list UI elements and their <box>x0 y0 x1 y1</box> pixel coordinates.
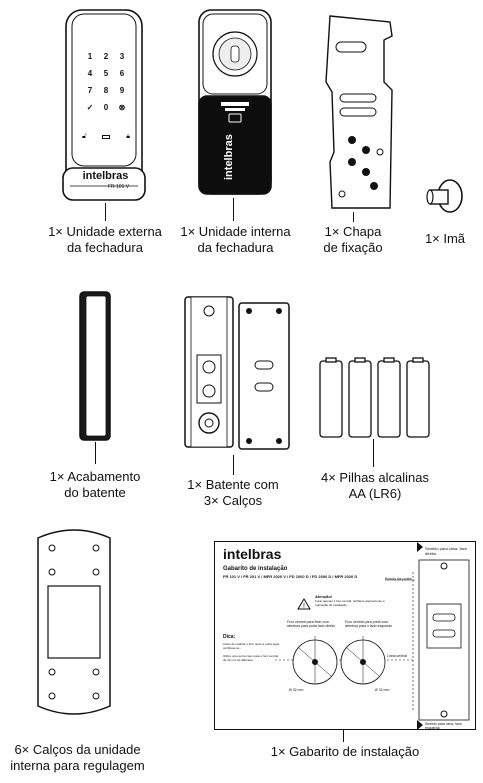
template-dica: Dica: Antes de realizar o furo rente à o… <box>223 634 281 662</box>
template-porta-label: Borda da porta <box>385 576 412 581</box>
keypad-key: 4 <box>87 69 93 78</box>
internal-brand: intelbras <box>223 134 235 180</box>
magnet-drawing <box>426 179 463 213</box>
keypad: 1 2 3 4 5 6 7 8 9 ✓ 0 ⊗ <box>82 52 130 112</box>
leader-4 <box>95 442 96 464</box>
internal-unit-drawing <box>198 9 272 195</box>
card-icon <box>102 135 111 139</box>
leader-7 <box>343 730 344 742</box>
strike-finish-drawing <box>79 291 111 441</box>
template-dim-left: Ø 32 mm <box>289 688 304 692</box>
keypad-key: 8 <box>103 86 109 95</box>
shims-figure <box>28 528 120 716</box>
keypad-key: ⊗ <box>118 103 126 112</box>
batteries-drawing <box>319 357 430 438</box>
leader-2 <box>233 198 234 221</box>
keypad-key: 6 <box>119 69 125 78</box>
template-right-box-text: Furo central para porta com abertura par… <box>345 620 393 628</box>
keypad-key: 5 <box>103 69 109 78</box>
template-top-right: Sentido para cima, face direita <box>425 546 468 556</box>
unlock-icon: 🔓︎ <box>82 133 87 140</box>
leader-3 <box>353 212 354 222</box>
template-brand: intelbras <box>223 546 282 562</box>
mounting-plate-figure <box>312 12 402 212</box>
template-attention: ! Atenção! Furar apenas 1 furo central. … <box>297 594 387 614</box>
leader-5 <box>233 455 234 475</box>
leader-1 <box>105 203 106 221</box>
template-models: FR 101 V / FR 201 V / MFR 2020 V / FD 10… <box>223 574 358 579</box>
strike-figure <box>183 295 295 455</box>
external-brand: intelbras <box>82 170 129 182</box>
strike-finish-figure <box>78 290 112 442</box>
template-left-box-text: Furo central para fixar com abertura par… <box>287 620 336 628</box>
keypad-key: 1 <box>87 52 93 61</box>
external-unit-figure: 1 2 3 4 5 6 7 8 9 ✓ 0 ⊗ 🔓︎ 🔒︎ intelbras FR 101 V <box>58 8 153 203</box>
installation-template: intelbras Gabarito de instalação FR 101 … <box>214 541 476 730</box>
keypad-key: 9 <box>119 86 125 95</box>
template-drawing <box>275 542 470 729</box>
external-unit-drawing <box>62 9 146 201</box>
caption-magnet: 1× Imã <box>424 231 466 246</box>
keypad-lock-row: 🔓︎ 🔒︎ <box>82 133 130 141</box>
strike-drawing <box>184 296 290 450</box>
keypad-key: ✓ <box>86 103 94 112</box>
keypad-key: 2 <box>103 52 109 61</box>
mounting-plate-drawing <box>325 15 393 209</box>
svg-text:!: ! <box>303 603 305 610</box>
batteries-figure <box>318 357 434 439</box>
template-bottom-right: Sentido para cima, face esquerda <box>425 722 462 730</box>
lock-icon: 🔒︎ <box>126 133 130 140</box>
caption-template: 1× Gabarito de instalação <box>270 744 420 759</box>
shims-drawing <box>37 529 111 715</box>
template-linha-central: Linha central <box>387 654 408 658</box>
magnet-figure <box>424 178 468 214</box>
warning-icon: ! <box>297 598 311 610</box>
external-model: FR 101 V <box>108 184 130 190</box>
keypad-key: 7 <box>87 86 93 95</box>
template-dim-right: Ø 32 mm <box>375 688 390 692</box>
template-title: Gabarito de instalação <box>223 566 288 572</box>
internal-unit-figure: intelbras <box>195 8 275 198</box>
leader-6 <box>373 439 374 467</box>
keypad-key: 0 <box>103 103 109 112</box>
keypad-key: 3 <box>119 52 125 61</box>
